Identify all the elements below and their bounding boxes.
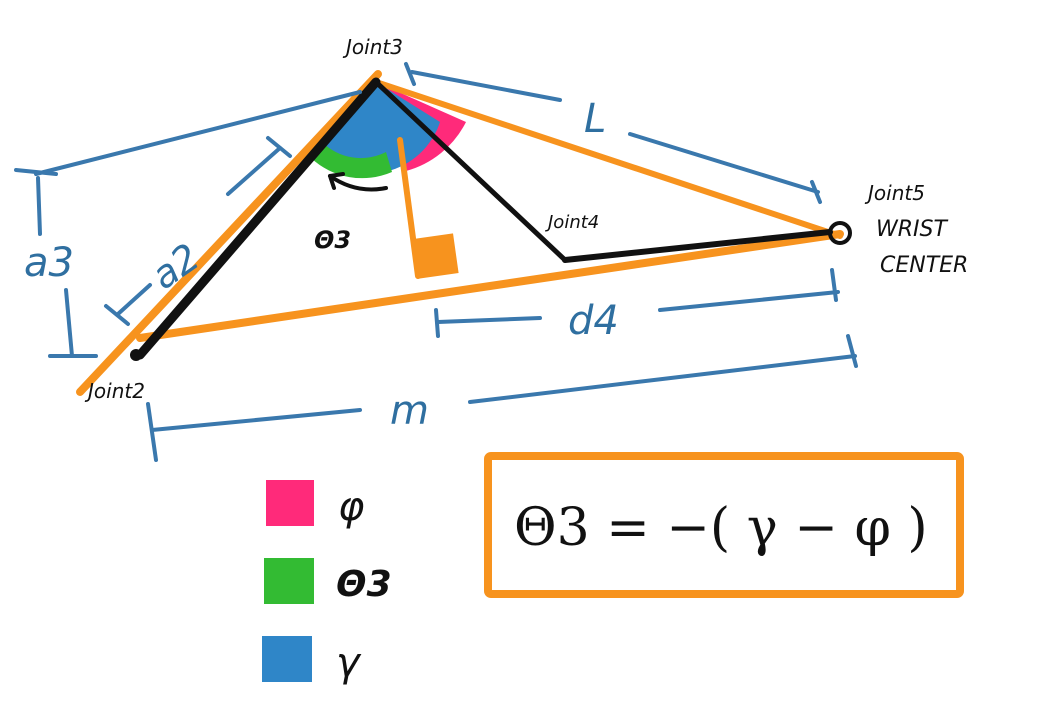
gamma-sector bbox=[316, 82, 440, 174]
formula-border bbox=[484, 452, 964, 598]
joint2-marker bbox=[130, 349, 142, 361]
center-label: CENTER bbox=[880, 253, 968, 278]
right-angle-marker bbox=[413, 233, 459, 279]
formula-text: Θ3 = −( γ − φ ) bbox=[514, 498, 928, 558]
perpendicular-line bbox=[397, 137, 421, 279]
joint3-label: Joint3 bbox=[342, 35, 403, 59]
link-joint3-joint4 bbox=[373, 79, 568, 263]
theta3-rotation-arrow bbox=[328, 172, 388, 192]
d4-label: d4 bbox=[568, 298, 619, 344]
joint4-label: Joint4 bbox=[545, 212, 599, 233]
arm-links bbox=[130, 77, 852, 361]
point-labels: Joint3 Joint4 Joint5 WRIST CENTER Joint2… bbox=[84, 35, 968, 403]
link-a2 bbox=[135, 77, 381, 360]
theta3-angle-label: Θ3 bbox=[314, 226, 351, 254]
theta3-sector-arc bbox=[311, 142, 392, 179]
line-joint2-wrist bbox=[136, 230, 844, 342]
legend-label-theta3: Θ3 bbox=[336, 564, 392, 605]
legend-label-phi: φ bbox=[338, 484, 364, 530]
line-joint3-wrist bbox=[373, 79, 843, 239]
formula-box: Θ3 = −( γ − φ ) bbox=[484, 452, 964, 598]
legend-swatch-phi bbox=[266, 480, 314, 526]
legend: φ Θ3 γ bbox=[262, 480, 392, 686]
wrist-label: WRIST bbox=[876, 217, 948, 242]
legend-swatch-theta3 bbox=[264, 558, 314, 604]
m-label: m bbox=[390, 388, 429, 434]
joint5-label: Joint5 bbox=[864, 181, 925, 205]
a3-label: a3 bbox=[24, 240, 74, 286]
link-d4 bbox=[562, 229, 833, 263]
dimension-lines bbox=[14, 62, 858, 462]
line-joint2-joint3 bbox=[76, 70, 382, 396]
L-label: L bbox=[584, 96, 606, 142]
wrist-center-marker bbox=[828, 221, 852, 245]
legend-label-gamma: γ bbox=[336, 640, 362, 686]
joint2-label: Joint2 bbox=[84, 379, 145, 403]
orange-triangle bbox=[76, 70, 844, 396]
legend-swatch-gamma bbox=[262, 636, 312, 682]
